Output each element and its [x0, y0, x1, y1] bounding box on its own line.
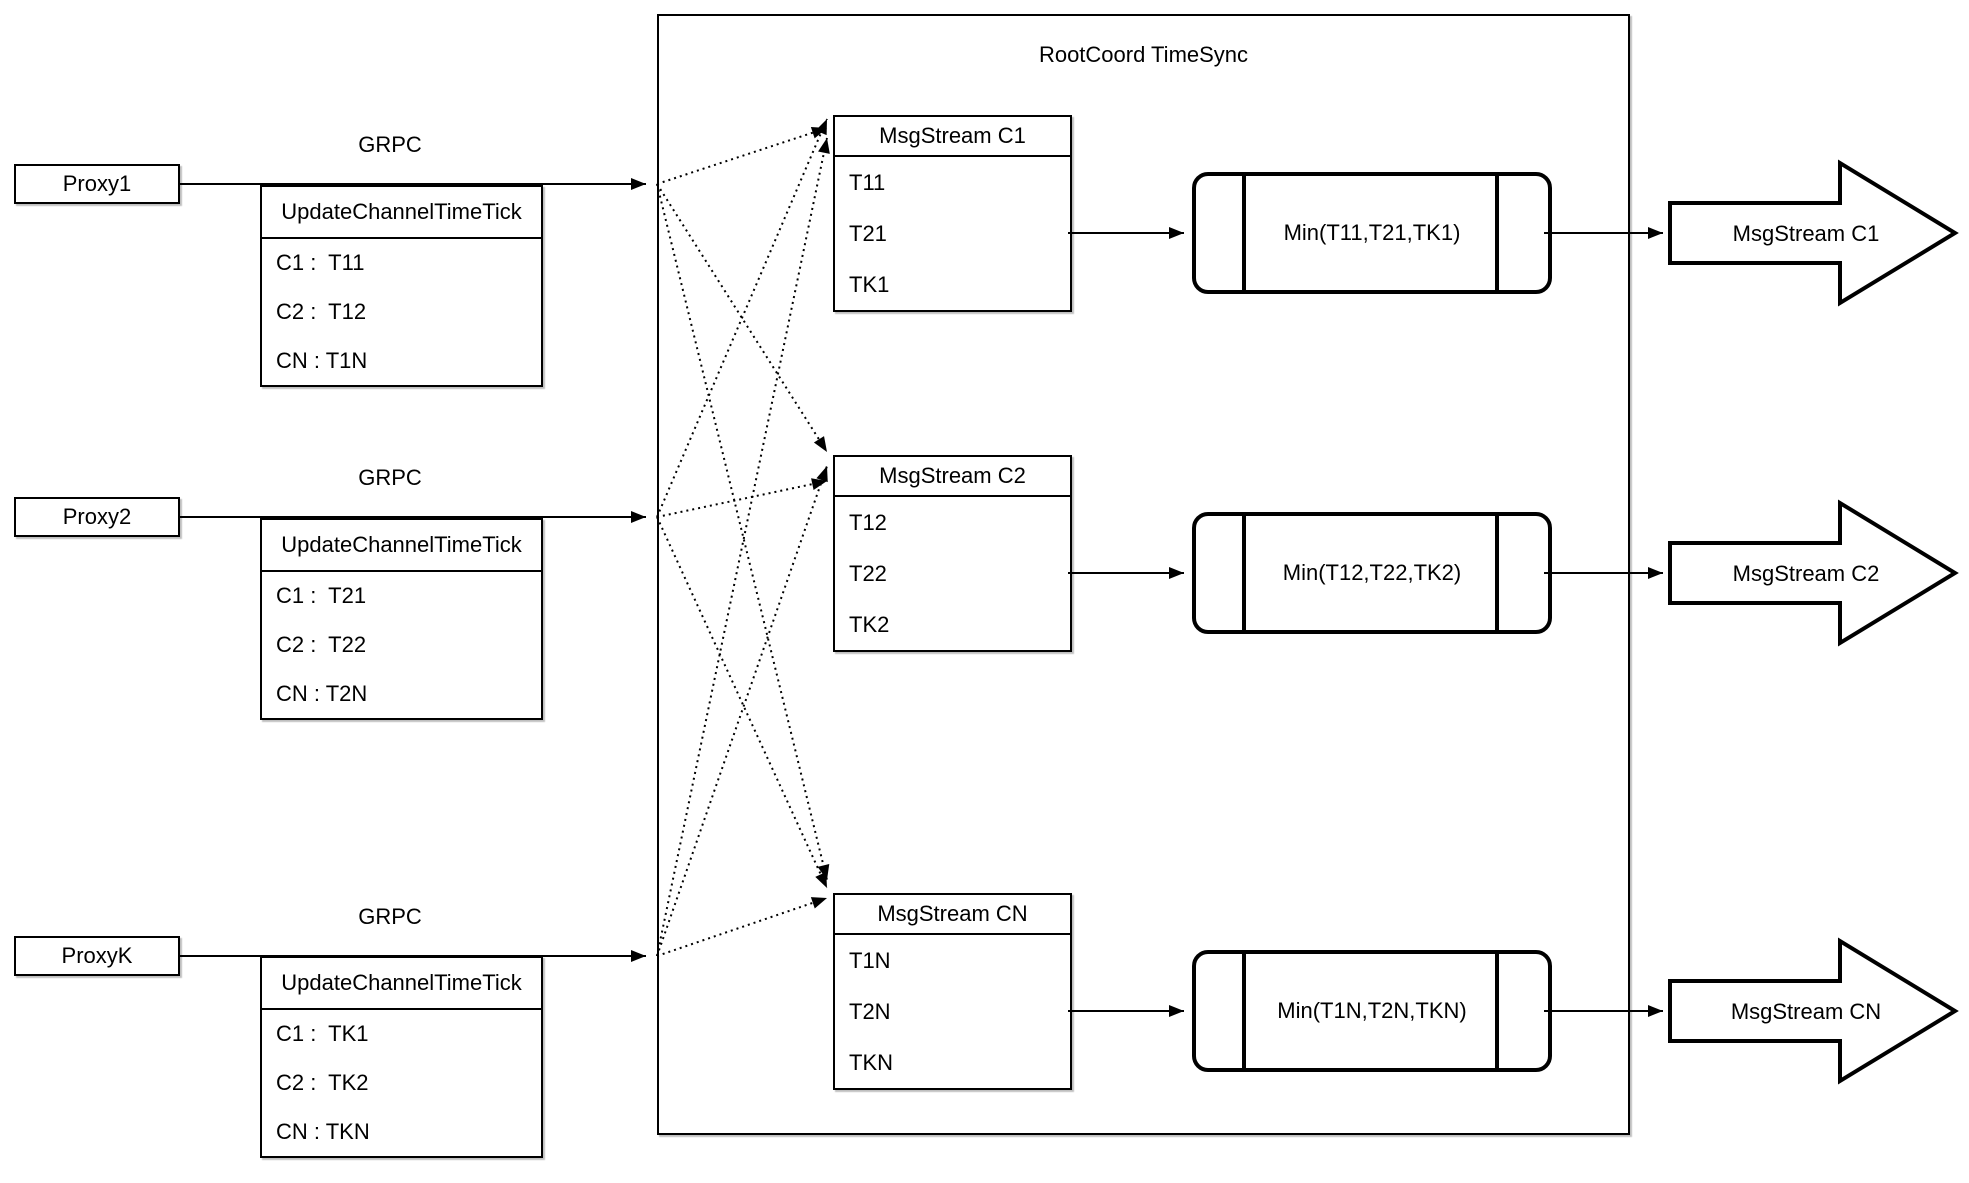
table-row: CN : T1N [276, 347, 368, 373]
table-row: C1 : T21 [276, 583, 367, 609]
dotted-arrow-p1-c1 [656, 126, 828, 185]
min-process-box-2: Min(T12,T22,TK2) [1192, 512, 1552, 634]
grpc-label-3: GRPC [358, 904, 422, 929]
table-row: C2 : TK2 [276, 1070, 369, 1095]
table-row: T21 [849, 220, 887, 246]
update-channel-timetick-table-1: UpdateChannelTimeTick C1 : T11 C2 : T12 … [260, 185, 543, 387]
min-process-box-3: Min(T1N,T2N,TKN) [1192, 950, 1552, 1072]
min-process-box-1: Min(T11,T21,TK1) [1192, 172, 1552, 294]
msgstream-c2-out-label: MsgStream C2 [1733, 561, 1880, 586]
table-row: T12 [849, 509, 887, 535]
rootcoord-title: RootCoord TimeSync [1038, 42, 1249, 67]
dotted-arrow-p2-c1 [656, 118, 828, 518]
msgstream-c2-table: MsgStream C2 T12 T22 TK2 [833, 455, 1072, 652]
table-row: C1 : TK1 [276, 1021, 369, 1047]
proxy2-label: Proxy2 [62, 504, 132, 529]
dotted-arrow-p1-cn [656, 183, 830, 881]
msgstream-c1-block-arrow [1668, 159, 1959, 307]
table-header: UpdateChannelTimeTick [262, 520, 541, 572]
table-header: MsgStream C2 [835, 457, 1070, 497]
msgstream-cn-table: MsgStream CN T1N T2N TKN [833, 893, 1072, 1090]
table-row: T11 [849, 169, 886, 195]
table-row: TKN [849, 1049, 893, 1075]
table-row: T1N [849, 947, 891, 973]
min-label: Min(T11,T21,TK1) [1283, 220, 1461, 245]
table-header: UpdateChannelTimeTick [262, 958, 541, 1010]
table-row: C2 : T22 [276, 632, 367, 657]
min-label: Min(T12,T22,TK2) [1282, 560, 1462, 585]
msgstream-c1-out-label: MsgStream C1 [1733, 221, 1880, 246]
process-divider [1495, 954, 1499, 1068]
update-channel-timetick-table-2: UpdateChannelTimeTick C1 : T21 C2 : T22 … [260, 518, 543, 720]
proxy2-box: Proxy2 [14, 497, 180, 537]
min-label: Min(T1N,T2N,TKN) [1277, 998, 1467, 1023]
table-row: CN : TKN [276, 1118, 370, 1144]
process-divider [1242, 176, 1246, 290]
table-header: UpdateChannelTimeTick [262, 187, 541, 239]
table-row: TK2 [849, 611, 890, 637]
table-row: T22 [849, 560, 887, 586]
grpc-label-1: GRPC [358, 132, 422, 157]
process-divider [1495, 516, 1499, 630]
proxyk-label: ProxyK [61, 943, 133, 968]
process-divider [1242, 954, 1246, 1068]
msgstream-cn-out-label: MsgStream CN [1731, 999, 1881, 1024]
table-row: TK1 [849, 271, 890, 297]
process-divider [1495, 176, 1499, 290]
msgstream-c2-block-arrow [1668, 499, 1959, 647]
process-divider [1242, 516, 1246, 630]
table-header: MsgStream C1 [835, 117, 1070, 157]
table-row: C1 : T11 [276, 250, 365, 276]
dotted-arrow-p2-c2 [656, 478, 828, 518]
table-row: T2N [849, 998, 891, 1024]
table-header: MsgStream CN [835, 895, 1070, 935]
dotted-arrow-pk-cn [656, 897, 828, 957]
table-row: C2 : T12 [276, 299, 367, 324]
dotted-arrow-p2-cn [656, 516, 828, 889]
dotted-arrow-pk-c2 [656, 465, 828, 957]
msgstream-c1-table: MsgStream C1 T11 T21 TK1 [833, 115, 1072, 312]
dotted-arrow-p1-c2 [656, 183, 828, 453]
table-row: CN : T2N [276, 680, 368, 706]
grpc-label-2: GRPC [358, 465, 422, 490]
proxy1-label: Proxy1 [62, 171, 132, 196]
dotted-arrow-pk-c1 [656, 137, 830, 957]
proxy1-box: Proxy1 [14, 164, 180, 204]
proxyk-box: ProxyK [14, 936, 180, 976]
msgstream-cn-block-arrow [1668, 937, 1959, 1085]
